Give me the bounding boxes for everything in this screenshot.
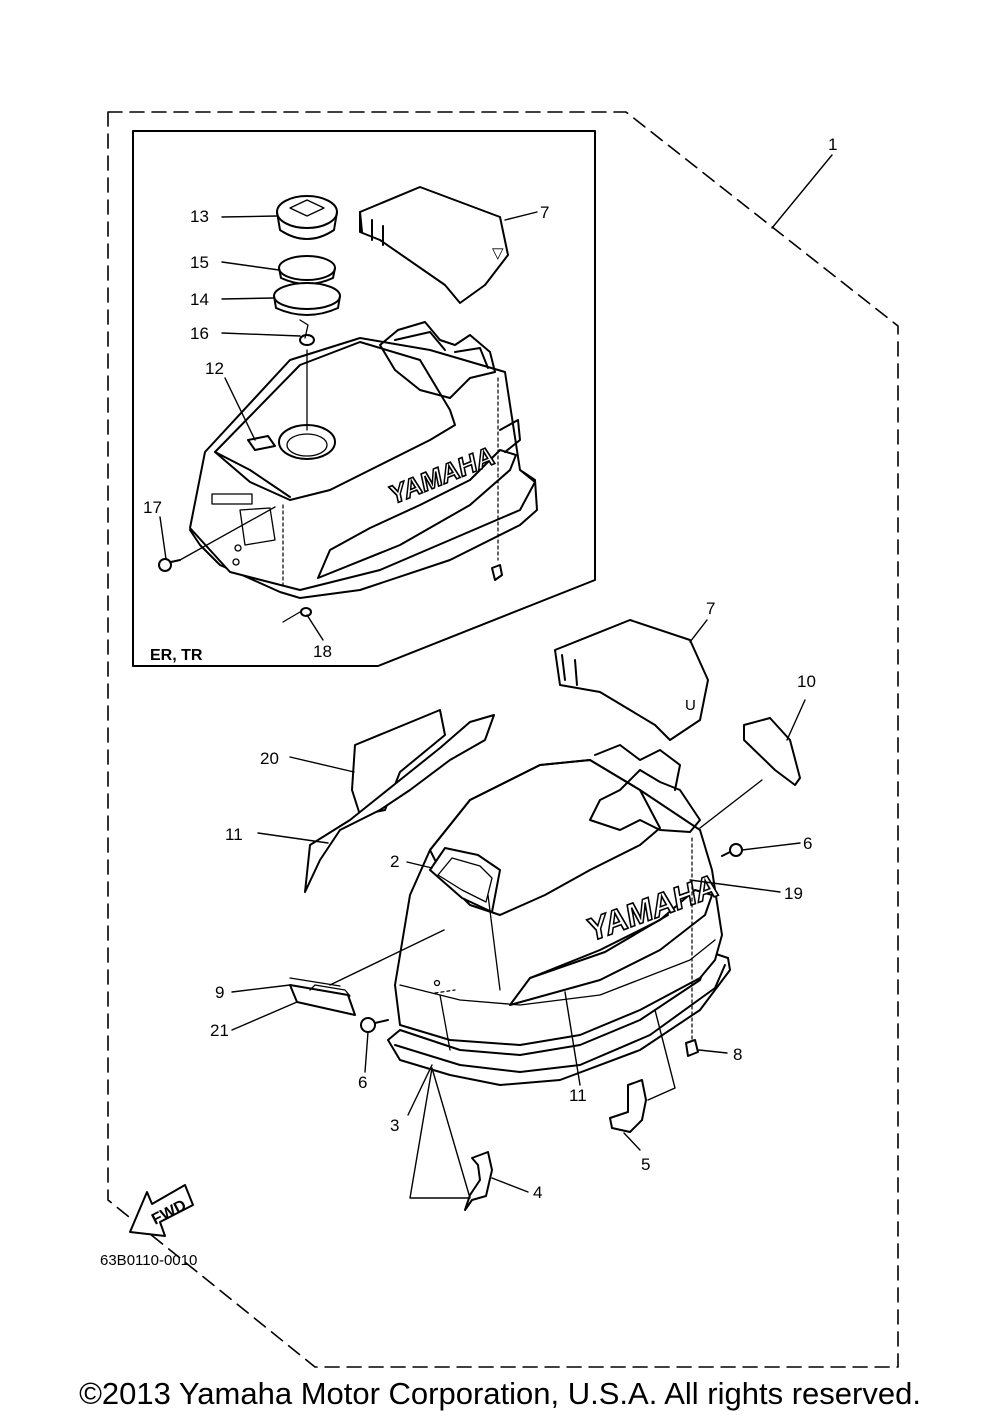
plate-12: [247, 435, 276, 451]
callout-10: 10: [797, 672, 816, 691]
callout-14: 14: [190, 290, 209, 309]
callout-18: 18: [313, 642, 332, 661]
callout-3: 3: [390, 1116, 399, 1135]
callout-11a: 11: [225, 825, 243, 844]
inset-fasteners: [158, 506, 503, 623]
bracket-4: [464, 1151, 493, 1211]
bracket-5: [609, 1079, 647, 1133]
callout-4: 4: [533, 1183, 542, 1202]
callout-21: 21: [210, 1021, 229, 1040]
callout-11b: 11: [569, 1086, 587, 1105]
svg-text:U: U: [685, 697, 696, 714]
callout-1: 1: [828, 135, 837, 154]
inset-cover: ▽: [359, 186, 509, 304]
main-top-cowling: YAMAHA: [387, 744, 731, 1086]
callout-17: 17: [143, 498, 162, 517]
callout-13: 13: [190, 207, 209, 226]
decal-11-left: [304, 714, 495, 893]
fuel-cap-assembly: [273, 195, 341, 346]
callout-15: 15: [190, 253, 209, 272]
callout-6b: 6: [358, 1073, 367, 1092]
callout-20: 20: [260, 749, 279, 768]
svg-text:▽: ▽: [492, 245, 504, 262]
callout-6a: 6: [803, 834, 812, 853]
callout-9: 9: [215, 983, 224, 1002]
main-fasteners: [289, 843, 743, 1057]
main-cover: U: [554, 619, 709, 741]
callout-5: 5: [641, 1155, 650, 1174]
callout-16: 16: [190, 324, 209, 343]
drawing-code: 63B0110-0010: [100, 1252, 197, 1269]
inset-top-cowling: YAMAHA: [189, 321, 538, 599]
fwd-arrow: FWD: [129, 1184, 194, 1237]
inset-label: ER, TR: [150, 647, 203, 664]
leader-lines: [159, 154, 833, 1199]
callout-7a: 7: [540, 203, 549, 222]
copyright-notice: ©2013 Yamaha Motor Corporation, U.S.A. A…: [79, 1376, 921, 1411]
callout-2: 2: [390, 852, 399, 871]
callout-numbers: 1 13 7 15 14 16 12 17 18 7 10 20 11 6 2 …: [143, 135, 837, 1202]
callout-7b: 7: [706, 599, 715, 618]
callout-8: 8: [733, 1045, 742, 1064]
callout-19: 19: [784, 884, 803, 903]
decal-10: [743, 717, 801, 786]
callout-12: 12: [205, 359, 224, 378]
assembly-outline: [107, 111, 899, 1368]
